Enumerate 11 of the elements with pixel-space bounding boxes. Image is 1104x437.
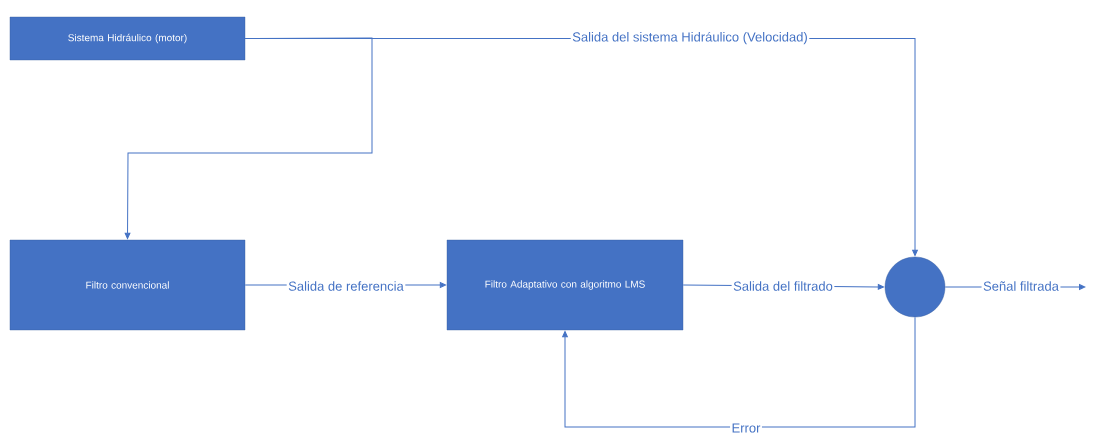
edge-label: Salida del sistema Hidráulico (Velocidad) xyxy=(570,30,810,46)
arrow xyxy=(562,316,916,428)
arrow xyxy=(124,37,373,240)
edge-label: Salida del filtrado xyxy=(731,279,835,293)
process-box: Filtro convencional xyxy=(9,239,246,331)
process-box: Filtro Adaptativo con algoritmo LMS xyxy=(446,239,684,331)
process-box: Sistema Hidráulico (motor) xyxy=(9,16,246,61)
edge-label: Salida de referencia xyxy=(286,279,406,293)
summing-junction-circle xyxy=(884,256,946,318)
edge-label: Señal filtrada xyxy=(981,279,1061,293)
edge-label: Error xyxy=(730,421,762,435)
